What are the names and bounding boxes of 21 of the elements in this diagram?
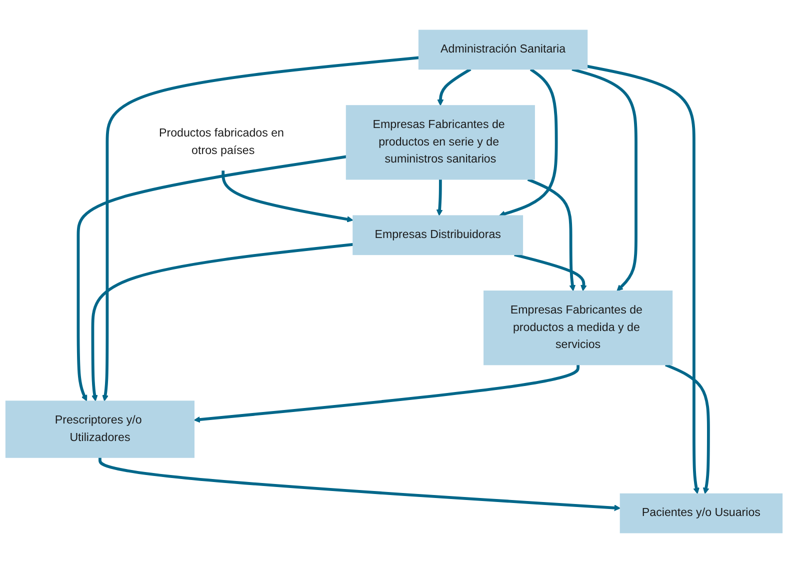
arrow — [102, 56, 419, 402]
arrow — [586, 64, 700, 494]
node-box: Prescriptores y/o Utilizadores — [5, 400, 194, 458]
arrow — [514, 253, 587, 292]
node-box: Pacientes y/o Usuarios — [620, 493, 783, 534]
node-text: Productos fabricados en otros países — [159, 127, 284, 157]
node-box: Empresas Fabricantes de productos a medida y de servicios — [484, 290, 673, 366]
arrow — [665, 363, 710, 494]
arrow — [76, 155, 346, 402]
arrow — [572, 68, 638, 292]
arrow — [222, 170, 354, 222]
arrow — [436, 179, 443, 216]
arrow — [499, 68, 558, 217]
arrow — [98, 457, 620, 512]
node-box: Empresas Fabricantes de productos en serie y de suministros sanitarios — [346, 105, 535, 180]
arrow — [437, 68, 472, 106]
arrow — [527, 178, 576, 292]
node-box: Administración Sanitaria — [418, 30, 588, 70]
node-box: Empresas Distribuidoras — [352, 215, 524, 256]
arrow — [194, 364, 580, 423]
arrow — [91, 242, 354, 402]
